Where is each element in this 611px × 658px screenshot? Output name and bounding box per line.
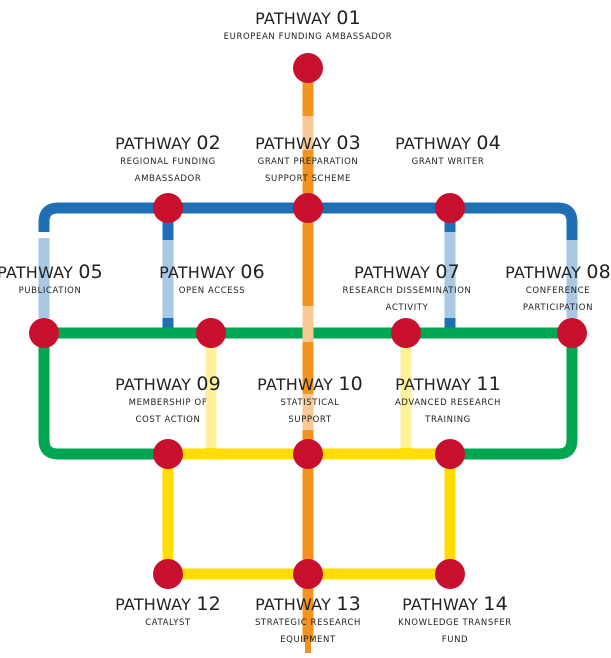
pathway-title: PATHWAY 14 [398,594,512,615]
station-11 [435,439,465,469]
pathway-word: PATHWAY [115,134,197,153]
pathway-word: PATHWAY [255,595,337,614]
station-12 [153,559,183,589]
pathway-word: PATHWAY [354,263,436,282]
station-08 [557,318,587,348]
pathway-number: 10 [338,373,363,395]
pathway-number: 06 [240,261,265,283]
pathway-word: PATHWAY [159,263,241,282]
pathway-number: 07 [435,261,460,283]
pathway-title: PATHWAY 02 [115,133,221,154]
pathway-description: EUROPEAN FUNDING AMBASSADOR [223,32,393,42]
pathway-word: PATHWAY [395,375,477,394]
pathway-title: PATHWAY 12 [115,594,221,615]
pathway-title: PATHWAY 09 [115,374,221,395]
pathway-description: SUPPORT SCHEME [265,174,351,184]
station-09 [153,439,183,469]
pathway-description: KNOWLEDGE TRANSFER [398,618,512,628]
station-10 [293,439,323,469]
station-02 [153,193,183,223]
station-03 [293,193,323,223]
pathway-number: 09 [196,373,221,395]
pathway-description: FUND [441,635,469,645]
pathway-number: 11 [476,373,501,395]
pathway-word: PATHWAY [255,134,337,153]
pathway-number: 02 [196,132,221,154]
pathway-number: 12 [196,593,221,615]
pathway-title: PATHWAY 13 [255,594,361,615]
pathway-description: ADVANCED RESEARCH [394,398,502,408]
pathway-number: 04 [476,132,501,154]
green-loop-right [450,333,578,460]
pathway-description: SUPPORT [288,415,332,425]
pathway-word: PATHWAY [395,134,477,153]
pathway-number: 01 [336,7,361,29]
pathway-title: PATHWAY 08 [505,262,611,283]
pathway-title: PATHWAY 04 [395,133,501,154]
pathway-number: 13 [336,593,361,615]
pathway-description: CONFERENCE [525,286,591,296]
pathway-description: COST ACTION [135,415,201,425]
station-13 [293,559,323,589]
pathway-word: PATHWAY [255,9,337,28]
pathway-number: 14 [483,593,508,615]
pathway-word: PATHWAY [505,263,587,282]
pathway-title: PATHWAY 03 [255,133,361,154]
pathway-title: PATHWAY 06 [159,262,265,283]
station-01 [293,53,323,83]
pathway-description: GRANT WRITER [411,157,485,167]
pathway-description: REGIONAL FUNDING [120,157,216,167]
pathway-description: MEMBERSHIP OF [128,398,208,408]
pathway-number: 03 [336,132,361,154]
pathway-title: PATHWAY 01 [224,8,393,29]
station-04 [435,193,465,223]
pathway-number: 05 [78,261,103,283]
station-05 [29,318,59,348]
pathway-description: STRATEGIC RESEARCH [254,618,362,628]
pathway-title: PATHWAY 05 [0,262,103,283]
pathway-title: PATHWAY 10 [257,374,363,395]
pathway-word: PATHWAY [115,595,197,614]
pathway-word: PATHWAY [0,263,79,282]
pathway-word: PATHWAY [402,595,484,614]
pathway-description: RESEARCH DISSEMINATION [342,286,472,296]
station-14 [435,559,465,589]
station-07 [391,318,421,348]
pathway-description: EQUIPMENT [280,635,336,645]
station-06 [196,318,226,348]
pathway-description: CATALYST [145,618,191,628]
pathway-title: PATHWAY 11 [395,374,501,395]
pathway-description: STATISTICAL [280,398,340,408]
pathway-description: PUBLICATION [18,286,82,296]
pathway-description: ACTIVITY [385,303,429,313]
pathway-title: PATHWAY 07 [343,262,472,283]
green-loop [38,333,168,460]
pathway-word: PATHWAY [257,375,339,394]
pathway-description: OPEN ACCESS [178,286,246,296]
pathway-description: GRANT PREPARATION [257,157,359,167]
pathway-description: AMBASSADOR [134,174,202,184]
pathway-word: PATHWAY [115,375,197,394]
pathway-number: 08 [586,261,611,283]
pathway-description: PARTICIPATION [522,303,594,313]
pathway-description: TRAINING [425,415,471,425]
